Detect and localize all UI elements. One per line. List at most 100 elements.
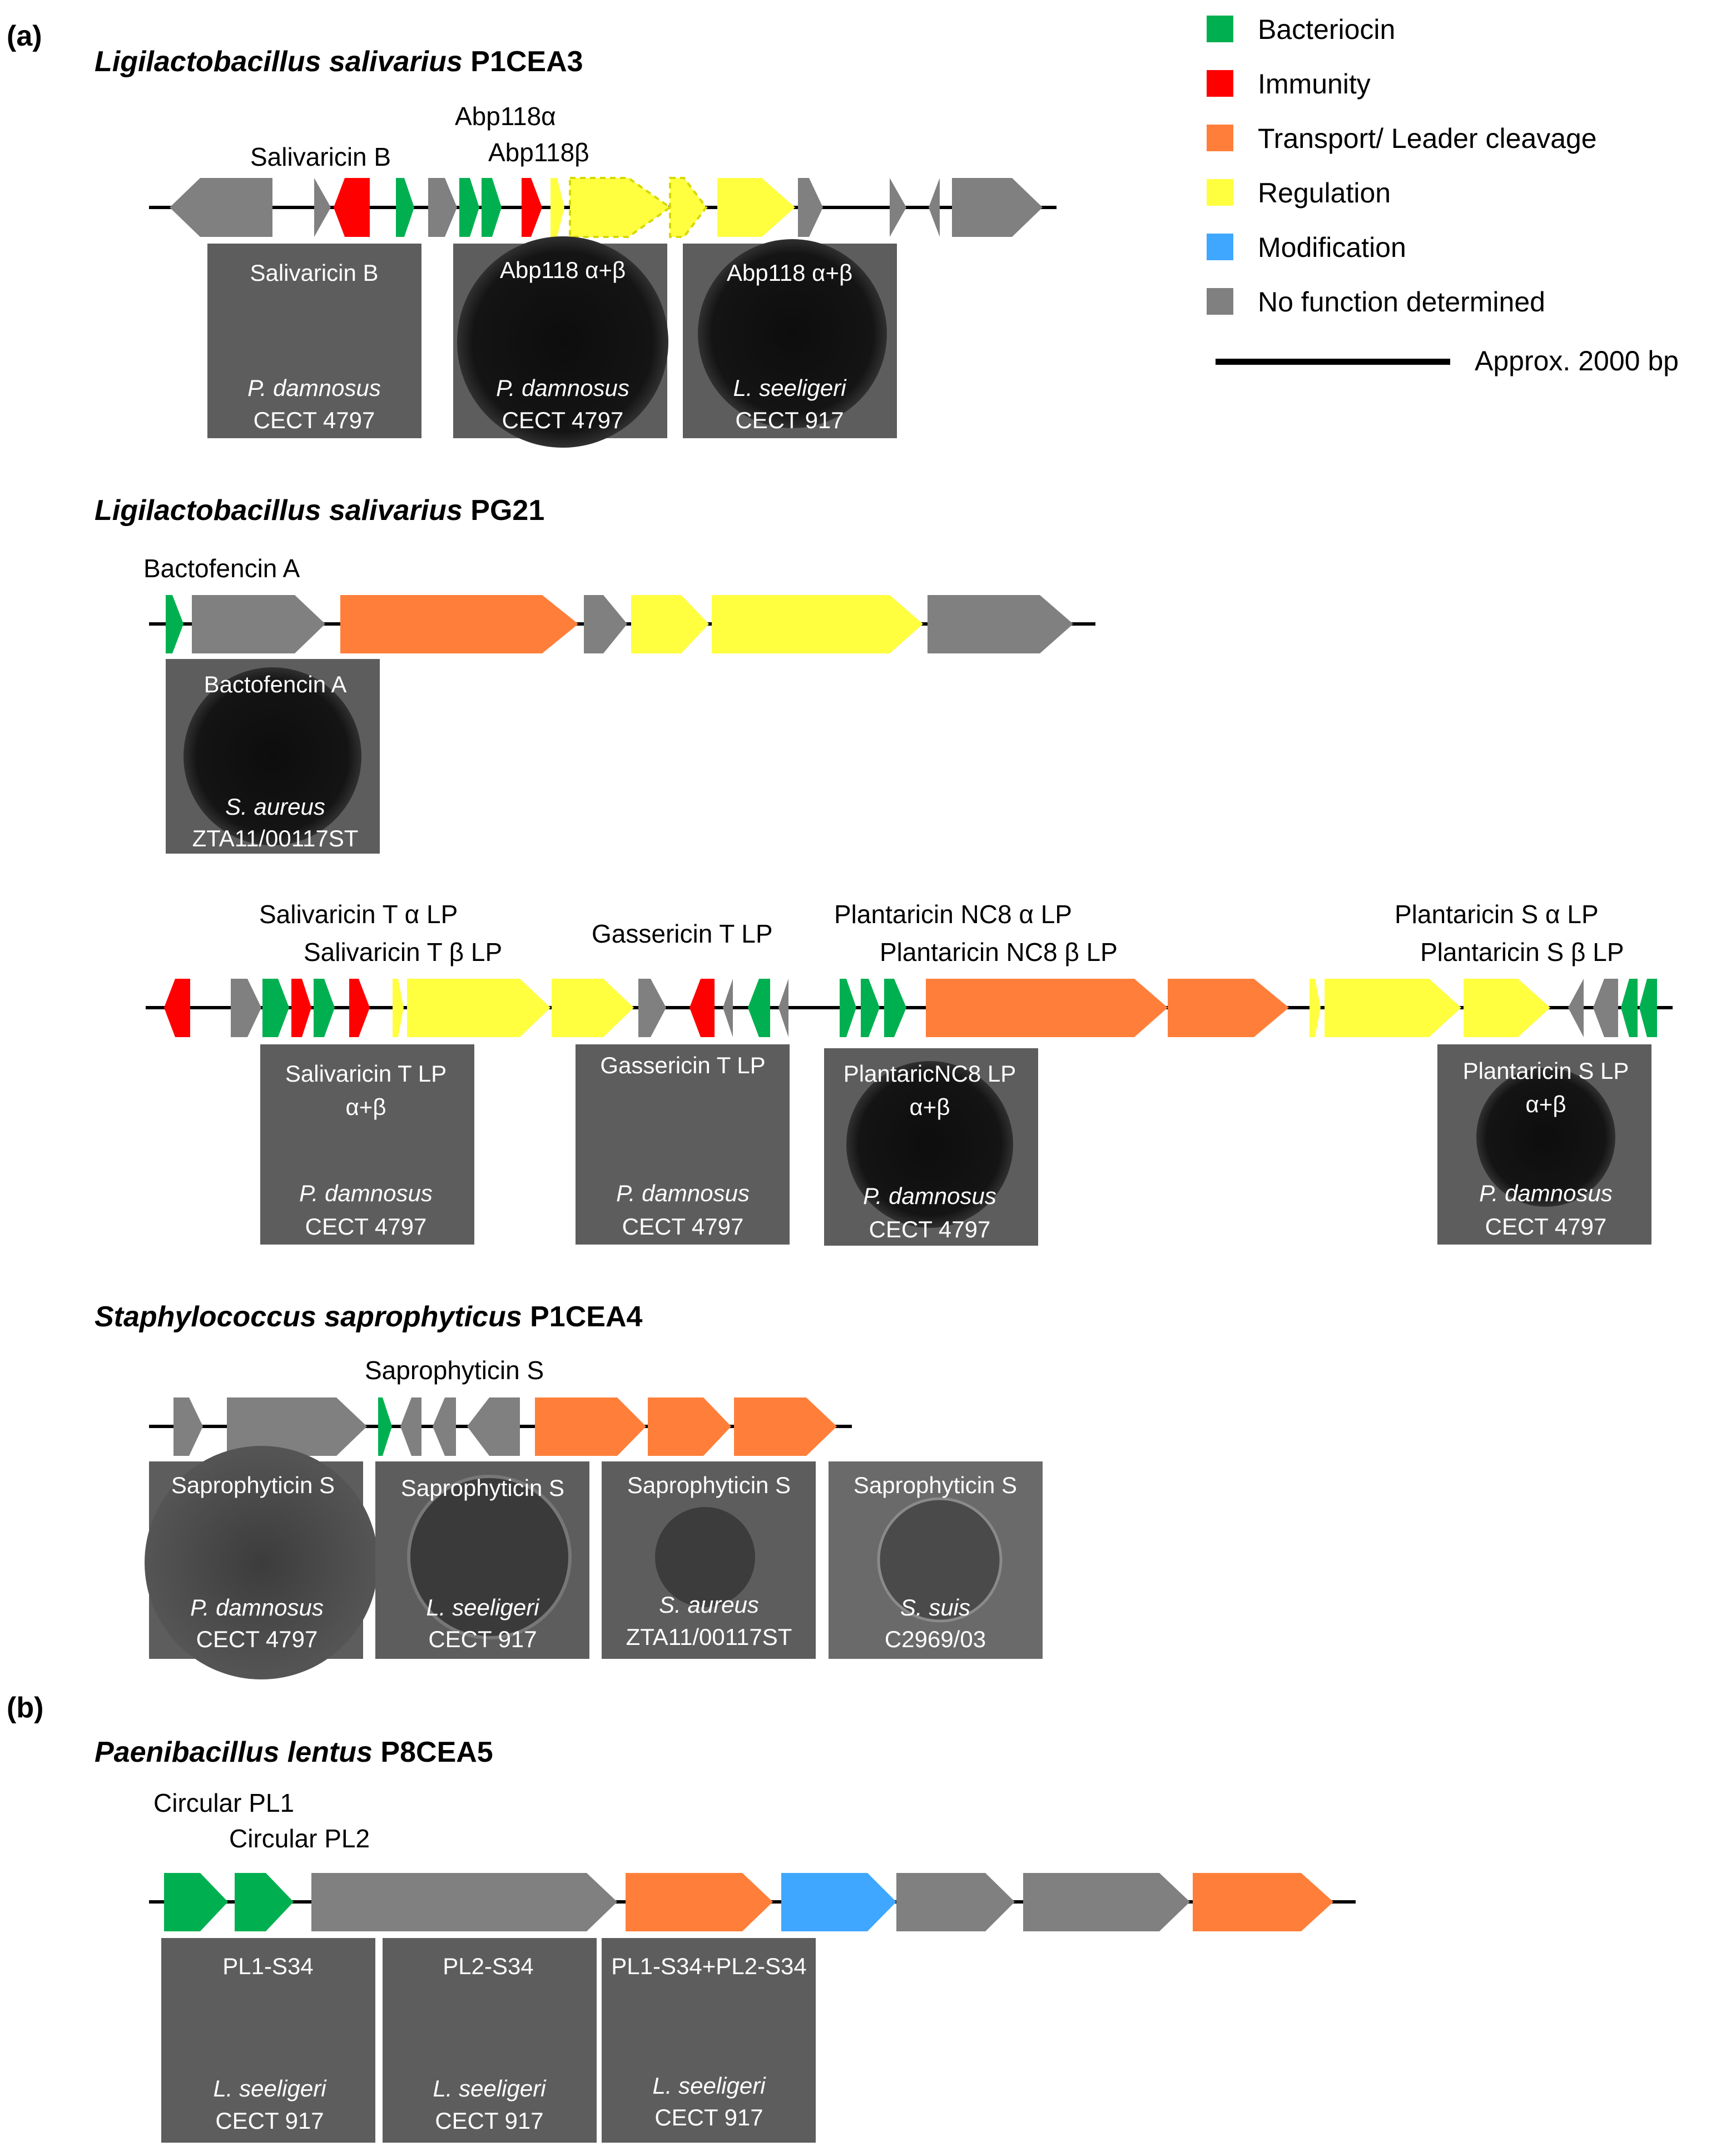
gene-arrow [166, 595, 183, 653]
gene-arrow [467, 1397, 520, 1456]
svg-text:ZTA11/00117ST: ZTA11/00117ST [626, 1624, 792, 1650]
gene-arrow [1325, 979, 1461, 1037]
gene-arrow [626, 1873, 773, 1931]
gene-arrow [1310, 979, 1321, 1037]
svg-text:S. aureus: S. aureus [225, 794, 325, 820]
svg-text:L. seeligeri: L. seeligeri [213, 2075, 327, 2102]
svg-text:PlantaricNC8 LP: PlantaricNC8 LP [844, 1060, 1016, 1087]
gene-label-plantaricin-s-beta: Plantaricin S β LP [1420, 938, 1624, 967]
gene-arrow [340, 595, 578, 653]
gene-arrow [334, 178, 370, 237]
legend: Bacteriocin Immunity Transport/ Leader c… [1207, 14, 1679, 376]
gene-label-circular-pl1: Circular PL1 [153, 1788, 294, 1817]
gene-arrow [291, 979, 311, 1037]
gene-arrow [717, 178, 795, 237]
plate-photo: PL2-S34 L. seeligeri CECT 917 [383, 1938, 597, 2143]
gene-arrow [314, 979, 335, 1037]
gene-arrow [396, 178, 414, 237]
gene-arrow [926, 979, 1168, 1037]
gene-arrow [349, 979, 370, 1037]
plate-photo: Salivaricin T LP α+β P. damnosus CECT 47… [260, 1044, 474, 1245]
svg-text:S. aureus: S. aureus [659, 1592, 759, 1618]
gene-arrow [428, 178, 457, 237]
gene-label-abp118-alpha: Abp118α [455, 102, 556, 131]
legend-label-regulation: Regulation [1258, 177, 1391, 209]
gene-arrow [311, 1873, 617, 1931]
svg-text:α+β: α+β [346, 1094, 386, 1120]
gene-arrow [840, 979, 856, 1037]
gene-arrow [407, 979, 550, 1037]
svg-text:CECT 917: CECT 917 [435, 2108, 543, 2134]
svg-text:α+β: α+β [1526, 1091, 1566, 1117]
gene-cluster-p1cea3 [149, 177, 1057, 238]
svg-text:P. damnosus: P. damnosus [496, 375, 629, 401]
svg-text:L. seeligeri: L. seeligeri [652, 2073, 766, 2099]
gene-arrow [1621, 979, 1638, 1037]
gene-arrow [748, 979, 770, 1037]
gene-arrow [1168, 979, 1289, 1037]
gene-label-salivaricin-t-beta: Salivaricin T β LP [304, 938, 502, 967]
gene-arrow [535, 1397, 646, 1456]
gene-arrow [884, 979, 906, 1037]
gene-arrow [690, 979, 715, 1037]
gene-arrow [164, 979, 190, 1037]
svg-text:CECT 4797: CECT 4797 [869, 1216, 991, 1242]
gene-label-plantaricin-nc8-beta: Plantaricin NC8 β LP [880, 938, 1118, 967]
svg-text:P. damnosus: P. damnosus [863, 1183, 996, 1209]
gene-arrow [522, 178, 542, 237]
svg-text:Gassericin T LP: Gassericin T LP [600, 1052, 765, 1078]
gene-arrow [1568, 979, 1584, 1037]
svg-text:CECT 917: CECT 917 [654, 2104, 763, 2130]
plate-photo: Bactofencin A S. aureus ZTA11/00117ST [166, 659, 380, 854]
gene-arrow [712, 595, 923, 653]
gene-arrow [896, 1873, 1015, 1931]
plate-photo: Gassericin T LP P. damnosus CECT 4797 [576, 1044, 790, 1245]
svg-text:Saprophyticin S: Saprophyticin S [401, 1475, 564, 1501]
gene-arrow [781, 1873, 896, 1931]
svg-text:CECT 4797: CECT 4797 [622, 1213, 744, 1240]
legend-swatch-no-function [1207, 288, 1233, 315]
svg-text:S. suis: S. suis [900, 1594, 970, 1620]
plate-photo: Abp118 α+β P. damnosus CECT 4797 [453, 236, 668, 448]
gene-arrow [227, 1397, 367, 1456]
gene-label-salivaricin-t-alpha: Salivaricin T α LP [259, 900, 458, 929]
gene-arrow [929, 178, 940, 237]
gene-arrow [734, 1397, 837, 1456]
gene-arrow [778, 979, 788, 1037]
gene-arrow [550, 178, 564, 237]
plate-photo: Saprophyticin S L. seeligeri CECT 917 [375, 1461, 589, 1659]
plate-photo: Abp118 α+β L. seeligeri CECT 917 [683, 239, 897, 438]
plate-photo: PL1-S34+PL2-S34 L. seeligeri CECT 917 [602, 1938, 816, 2143]
gene-label-circular-pl2: Circular PL2 [229, 1824, 370, 1853]
organism-title-1: Ligilactobacillus salivarius P1CEA3 [95, 46, 583, 78]
svg-text:L. seeligeri: L. seeligeri [426, 1594, 540, 1620]
svg-text:ZTA11/00117ST: ZTA11/00117ST [192, 825, 359, 851]
gene-label-gassericin-t: Gassericin T LP [592, 919, 773, 948]
gene-label-abp118-beta: Abp118β [488, 138, 589, 167]
svg-text:C2969/03: C2969/03 [885, 1626, 986, 1652]
svg-text:Salivaricin T LP: Salivaricin T LP [285, 1060, 447, 1087]
panel-label-b: (b) [7, 1692, 43, 1724]
svg-text:CECT 917: CECT 917 [735, 407, 844, 433]
svg-text:PL1-S34+PL2-S34: PL1-S34+PL2-S34 [611, 1953, 806, 1979]
gene-arrow [235, 1873, 294, 1931]
gene-arrow [1023, 1873, 1190, 1931]
legend-label-transport: Transport/ Leader cleavage [1258, 123, 1597, 154]
plate-photo: Saprophyticin S P. damnosus CECT 4797 [145, 1446, 378, 1679]
svg-text:Saprophyticin S: Saprophyticin S [627, 1472, 791, 1498]
gene-cluster-p1cea4 [149, 1397, 852, 1456]
svg-text:L. seeligeri: L. seeligeri [733, 375, 847, 401]
scale-bar-label: Approx. 2000 bp [1475, 345, 1679, 376]
plate-photo: PlantaricNC8 LP α+β P. damnosus CECT 479… [824, 1048, 1038, 1246]
gene-label-plantaricin-nc8-alpha: Plantaricin NC8 α LP [834, 900, 1072, 929]
svg-text:P. damnosus: P. damnosus [616, 1180, 750, 1206]
gene-arrow [459, 178, 479, 237]
svg-text:Saprophyticin S: Saprophyticin S [171, 1472, 335, 1498]
plate-photo: PL1-S34 L. seeligeri CECT 917 [161, 1938, 375, 2143]
legend-swatch-bacteriocin [1207, 16, 1233, 42]
gene-label-salivaricin-b: Salivaricin B [250, 142, 391, 171]
legend-label-no-function: No function determined [1258, 286, 1545, 318]
gene-arrow [669, 177, 708, 238]
svg-text:P. damnosus: P. damnosus [1479, 1180, 1613, 1206]
svg-text:CECT 4797: CECT 4797 [254, 407, 375, 433]
